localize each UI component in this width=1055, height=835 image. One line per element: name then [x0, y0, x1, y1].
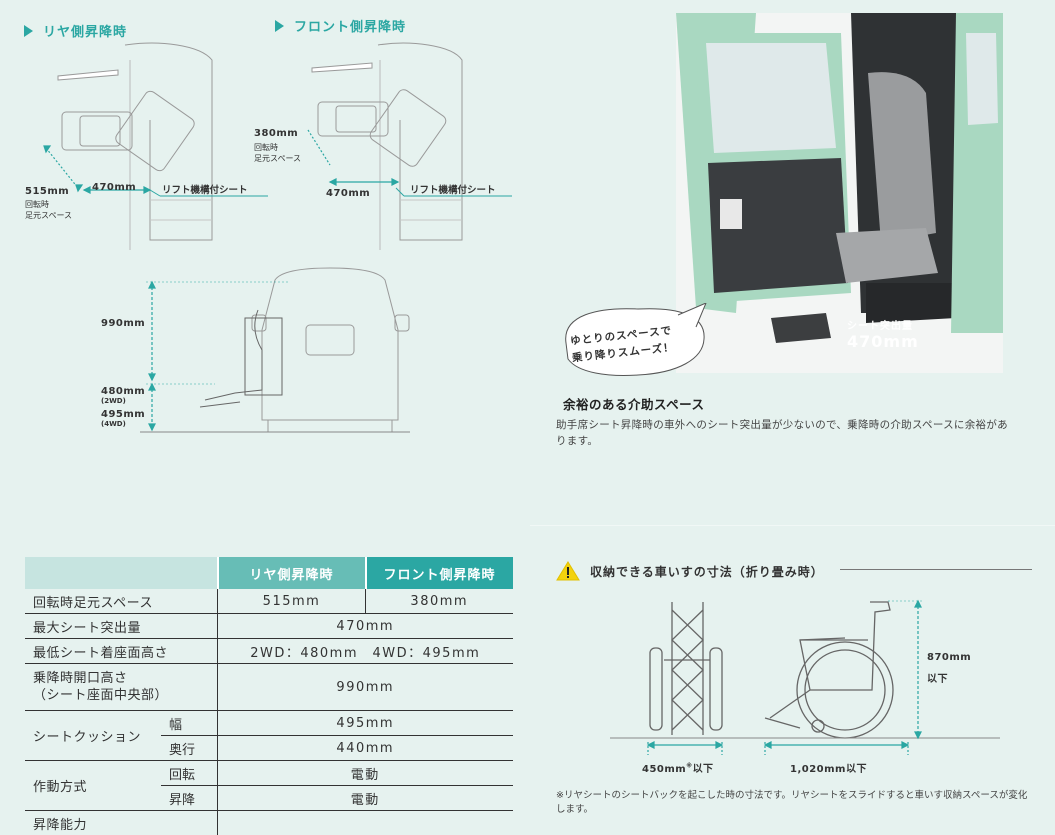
wheelchair-width-dim: 450mm※以下	[642, 760, 714, 775]
wheelchair-height-suffix: 以下	[927, 670, 948, 685]
wheelchair-height-dim: 870mm	[927, 652, 971, 663]
wheelchair-length-dim: 1,020mm以下	[790, 760, 867, 775]
wheelchair-width-suffix: 以下	[693, 764, 714, 775]
wheelchair-width-value: 450mm	[642, 764, 686, 775]
wheelchair-note: ※リヤシートのシートバックを起こした時の寸法です。リヤシートをスライドすると車い…	[556, 789, 1036, 817]
